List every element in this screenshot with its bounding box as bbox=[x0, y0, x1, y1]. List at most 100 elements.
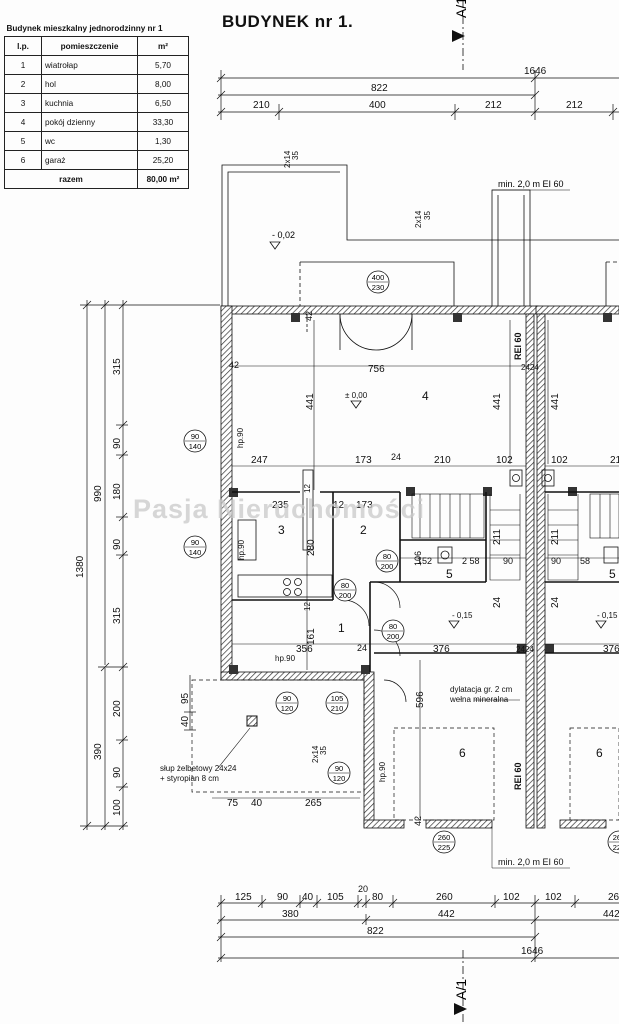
level-hall: - 0,15 bbox=[452, 611, 473, 620]
dim-2x14-c: 2x14 bbox=[311, 745, 320, 763]
dim-161: 161 bbox=[306, 628, 317, 645]
dim-bot-105: 105 bbox=[327, 892, 344, 903]
hp90-a: hp.90 bbox=[236, 427, 245, 448]
opening-width: 90 bbox=[191, 538, 199, 547]
inner-dimensions bbox=[212, 320, 619, 818]
opening-height: 140 bbox=[189, 442, 202, 451]
opening-width: 90 bbox=[335, 764, 343, 773]
dim-247: 247 bbox=[251, 455, 268, 466]
opening-height: 120 bbox=[333, 774, 346, 783]
dim-24b: 24 bbox=[357, 643, 367, 653]
dim-441c: 441 bbox=[550, 393, 561, 410]
dim-bot-380: 380 bbox=[282, 909, 299, 920]
opening-width: 400 bbox=[372, 273, 385, 282]
dim-2424: 2424 bbox=[516, 645, 534, 654]
dim-258: 2 58 bbox=[462, 556, 480, 566]
kitchen-fixtures bbox=[237, 469, 333, 598]
dim-2424b: 2424 bbox=[521, 363, 539, 372]
dim-2x14-a: 2x14 bbox=[283, 150, 292, 168]
dim-280: 280 bbox=[306, 539, 317, 556]
door-swings bbox=[342, 581, 407, 703]
room-2-label: 2 bbox=[360, 523, 367, 537]
dim-235: 235 bbox=[272, 500, 289, 511]
col-header-room: pomieszczenie bbox=[41, 36, 138, 56]
svg-text:A/1: A/1 bbox=[453, 979, 469, 1000]
opening-height: 200 bbox=[381, 562, 394, 571]
opening-height: 230 bbox=[372, 283, 385, 292]
column-note-2: + styropian 8 cm bbox=[160, 774, 219, 783]
hp90-b: hp.90 bbox=[237, 539, 246, 560]
dim-35-c: 35 bbox=[319, 746, 328, 755]
opening-height: 225 bbox=[438, 843, 451, 852]
dim-bot-260: 260 bbox=[436, 892, 453, 903]
opening-width: 260 bbox=[613, 833, 619, 842]
dim-12: 12 bbox=[333, 500, 345, 511]
opening-height: 200 bbox=[339, 591, 352, 600]
dim-441a: 441 bbox=[305, 393, 316, 410]
opening-width: 80 bbox=[389, 622, 397, 631]
dim-42c: 42 bbox=[413, 816, 423, 826]
exterior-walls bbox=[220, 305, 619, 829]
dim-top-b: 400 bbox=[369, 100, 386, 111]
table-caption: Budynek mieszkalny jednorodzinny nr 1 bbox=[6, 23, 163, 33]
room-6b-label: 6 bbox=[596, 746, 603, 760]
dim-left-390: 390 bbox=[93, 743, 104, 760]
dim-90: 90 bbox=[503, 556, 513, 566]
dim-35-a: 35 bbox=[291, 151, 300, 160]
dim-376: 376 bbox=[433, 644, 450, 655]
dim-24e: 24 bbox=[492, 596, 503, 608]
dim-bot-822: 822 bbox=[367, 926, 384, 937]
dim-top-a: 210 bbox=[253, 100, 270, 111]
dim-376b: 376 bbox=[603, 644, 619, 655]
page-title: BUDYNEK nr 1. bbox=[222, 12, 354, 31]
terrace-door bbox=[306, 313, 413, 351]
dim-left-180: 180 bbox=[112, 483, 123, 500]
min-dist-top: min. 2,0 m EI 60 bbox=[498, 179, 564, 189]
dim-210: 210 bbox=[434, 455, 451, 466]
dim-left-315b: 315 bbox=[112, 607, 123, 624]
room-5-label: 5 bbox=[446, 567, 453, 581]
dim-211b: 211 bbox=[550, 529, 561, 545]
dim-356: 356 bbox=[296, 644, 313, 655]
garage-outlines bbox=[191, 679, 619, 821]
dim-bot-40: 40 bbox=[302, 892, 314, 903]
partitions bbox=[232, 491, 619, 672]
dim-top-total: 1646 bbox=[524, 66, 547, 77]
dim-bot-20: 20 bbox=[358, 884, 368, 894]
dim-265: 265 bbox=[305, 798, 322, 809]
hp90-d: hp.90 bbox=[378, 761, 387, 782]
level-terrace: - 0,02 bbox=[272, 230, 295, 240]
dim-2x14-b: 2x14 bbox=[414, 210, 423, 228]
opening-width: 80 bbox=[341, 581, 349, 590]
dim-58: 58 bbox=[580, 556, 590, 566]
watermark: Pasja Nieruchomości bbox=[133, 494, 426, 524]
dim-top-c: 212 bbox=[485, 100, 502, 111]
dim-bot-442: 442 bbox=[438, 909, 455, 920]
svg-text:A/1: A/1 bbox=[453, 0, 469, 18]
top-dimensions bbox=[216, 70, 619, 120]
dim-95: 95 bbox=[180, 692, 191, 704]
dim-12b: 12 bbox=[303, 484, 312, 493]
wc-fixtures bbox=[437, 469, 619, 564]
level-hall-b: - 0,15 bbox=[597, 611, 618, 620]
left-dimensions bbox=[80, 300, 220, 831]
room-1-label: 1 bbox=[338, 621, 345, 635]
dim-left-90a: 90 bbox=[112, 437, 123, 449]
dim-42a: 42 bbox=[304, 311, 314, 321]
dim-bot-125: 125 bbox=[235, 892, 252, 903]
dim-102: 102 bbox=[496, 455, 513, 466]
stairs bbox=[411, 493, 619, 581]
column-note-1: słup żelbetowy 24x24 bbox=[160, 764, 237, 773]
dim-21: 21 bbox=[610, 455, 619, 466]
